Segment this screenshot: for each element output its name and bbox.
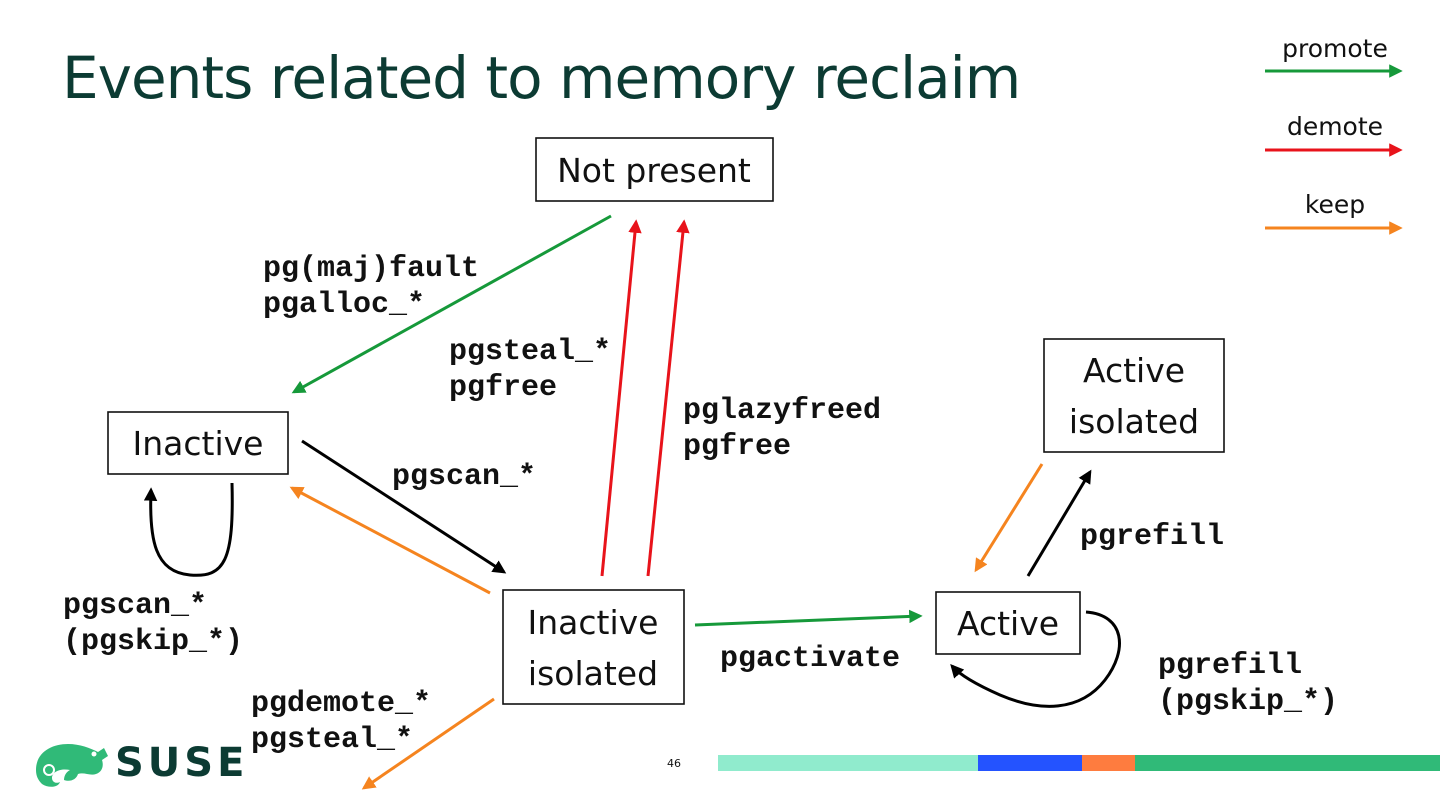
label-refill-skip: pgrefill (pgskip_*) (1158, 649, 1338, 719)
event-line: pgsteal_* (251, 723, 413, 757)
arrow-isolated-to-notpresent-lazyfree (646, 219, 690, 577)
event-line: pgfree (449, 371, 557, 405)
node-label-line2: isolated (528, 654, 658, 693)
legend-label-demote: demote (1287, 112, 1383, 141)
label-refill: pgrefill (1080, 520, 1224, 554)
node-inactive-isolated: Inactive isolated (502, 589, 685, 705)
node-inactive: Inactive (107, 411, 289, 475)
arrow-active-isolated-to-active (974, 463, 1044, 573)
arrow-inactive-self-loop (143, 482, 234, 577)
event-line: (pgskip_*) (63, 625, 243, 659)
footer-bar-segment (1135, 755, 1440, 771)
event-line: pg(maj)fault (263, 252, 479, 286)
chameleon-icon (36, 744, 108, 787)
node-not-present: Not present (535, 137, 774, 202)
transition-arrows (143, 214, 1121, 790)
legend-label-keep: keep (1305, 190, 1365, 219)
arrow-active-to-active-isolated (1026, 469, 1092, 577)
event-line: pgscan_* (63, 589, 207, 623)
footer-bar-segment (978, 755, 1082, 771)
node-active-isolated: Active isolated (1043, 338, 1225, 453)
page-number: 46 (667, 757, 681, 770)
node-label: Inactive (133, 424, 264, 463)
legend-item-demote: demote (1265, 112, 1403, 157)
label-scan-skip: pgscan_* (pgskip_*) (63, 589, 243, 659)
footer-bar-segment (1082, 755, 1135, 771)
event-line: pgdemote_* (251, 687, 431, 721)
event-line: pgfree (683, 430, 791, 464)
arrow-isolated-demote (361, 697, 495, 790)
legend-label-promote: promote (1282, 34, 1388, 63)
event-line: pgscan_* (392, 460, 536, 494)
node-label: Not present (557, 151, 751, 190)
node-label-line2: isolated (1069, 402, 1199, 441)
node-label-line1: Active (1083, 351, 1185, 390)
event-line: (pgskip_*) (1158, 685, 1338, 719)
slide-title: Events related to memory reclaim (62, 44, 1021, 112)
footer-color-bar (718, 755, 1440, 771)
arrow-isolated-to-notpresent-steal (600, 219, 642, 577)
event-line: pgalloc_* (263, 288, 425, 322)
event-line: pgrefill (1158, 649, 1302, 683)
event-line: pglazyfreed (683, 394, 881, 428)
label-fault: pg(maj)fault pgalloc_* (263, 252, 479, 322)
arrow-inactive-to-isolated (301, 439, 507, 574)
node-label-line1: Inactive (528, 603, 659, 642)
label-demote: pgdemote_* pgsteal_* (251, 687, 431, 757)
legend: promote demote keep (1265, 34, 1403, 235)
arrow-isolated-to-active (694, 609, 923, 627)
label-lazyfree: pglazyfreed pgfree (683, 394, 881, 464)
label-scan: pgscan_* (392, 460, 536, 494)
node-active: Active (935, 591, 1081, 655)
label-activate: pgactivate (720, 642, 900, 676)
event-line: pgrefill (1080, 520, 1224, 554)
node-label: Active (957, 604, 1059, 643)
legend-item-keep: keep (1265, 190, 1403, 235)
footer-bar-segment (718, 755, 978, 771)
logo-text: SUSE (115, 740, 248, 786)
label-steal-free: pgsteal_* pgfree (449, 335, 611, 405)
event-labels: pg(maj)fault pgalloc_* pgsteal_* pgfree … (63, 252, 1338, 757)
arrow-notpresent-to-inactive (291, 214, 612, 394)
arrow-isolated-to-inactive (289, 486, 491, 595)
event-line: pgactivate (720, 642, 900, 676)
legend-item-promote: promote (1265, 34, 1403, 78)
event-line: pgsteal_* (449, 335, 611, 369)
arrow-active-self-loop (950, 610, 1121, 708)
suse-logo: SUSE (36, 740, 248, 787)
